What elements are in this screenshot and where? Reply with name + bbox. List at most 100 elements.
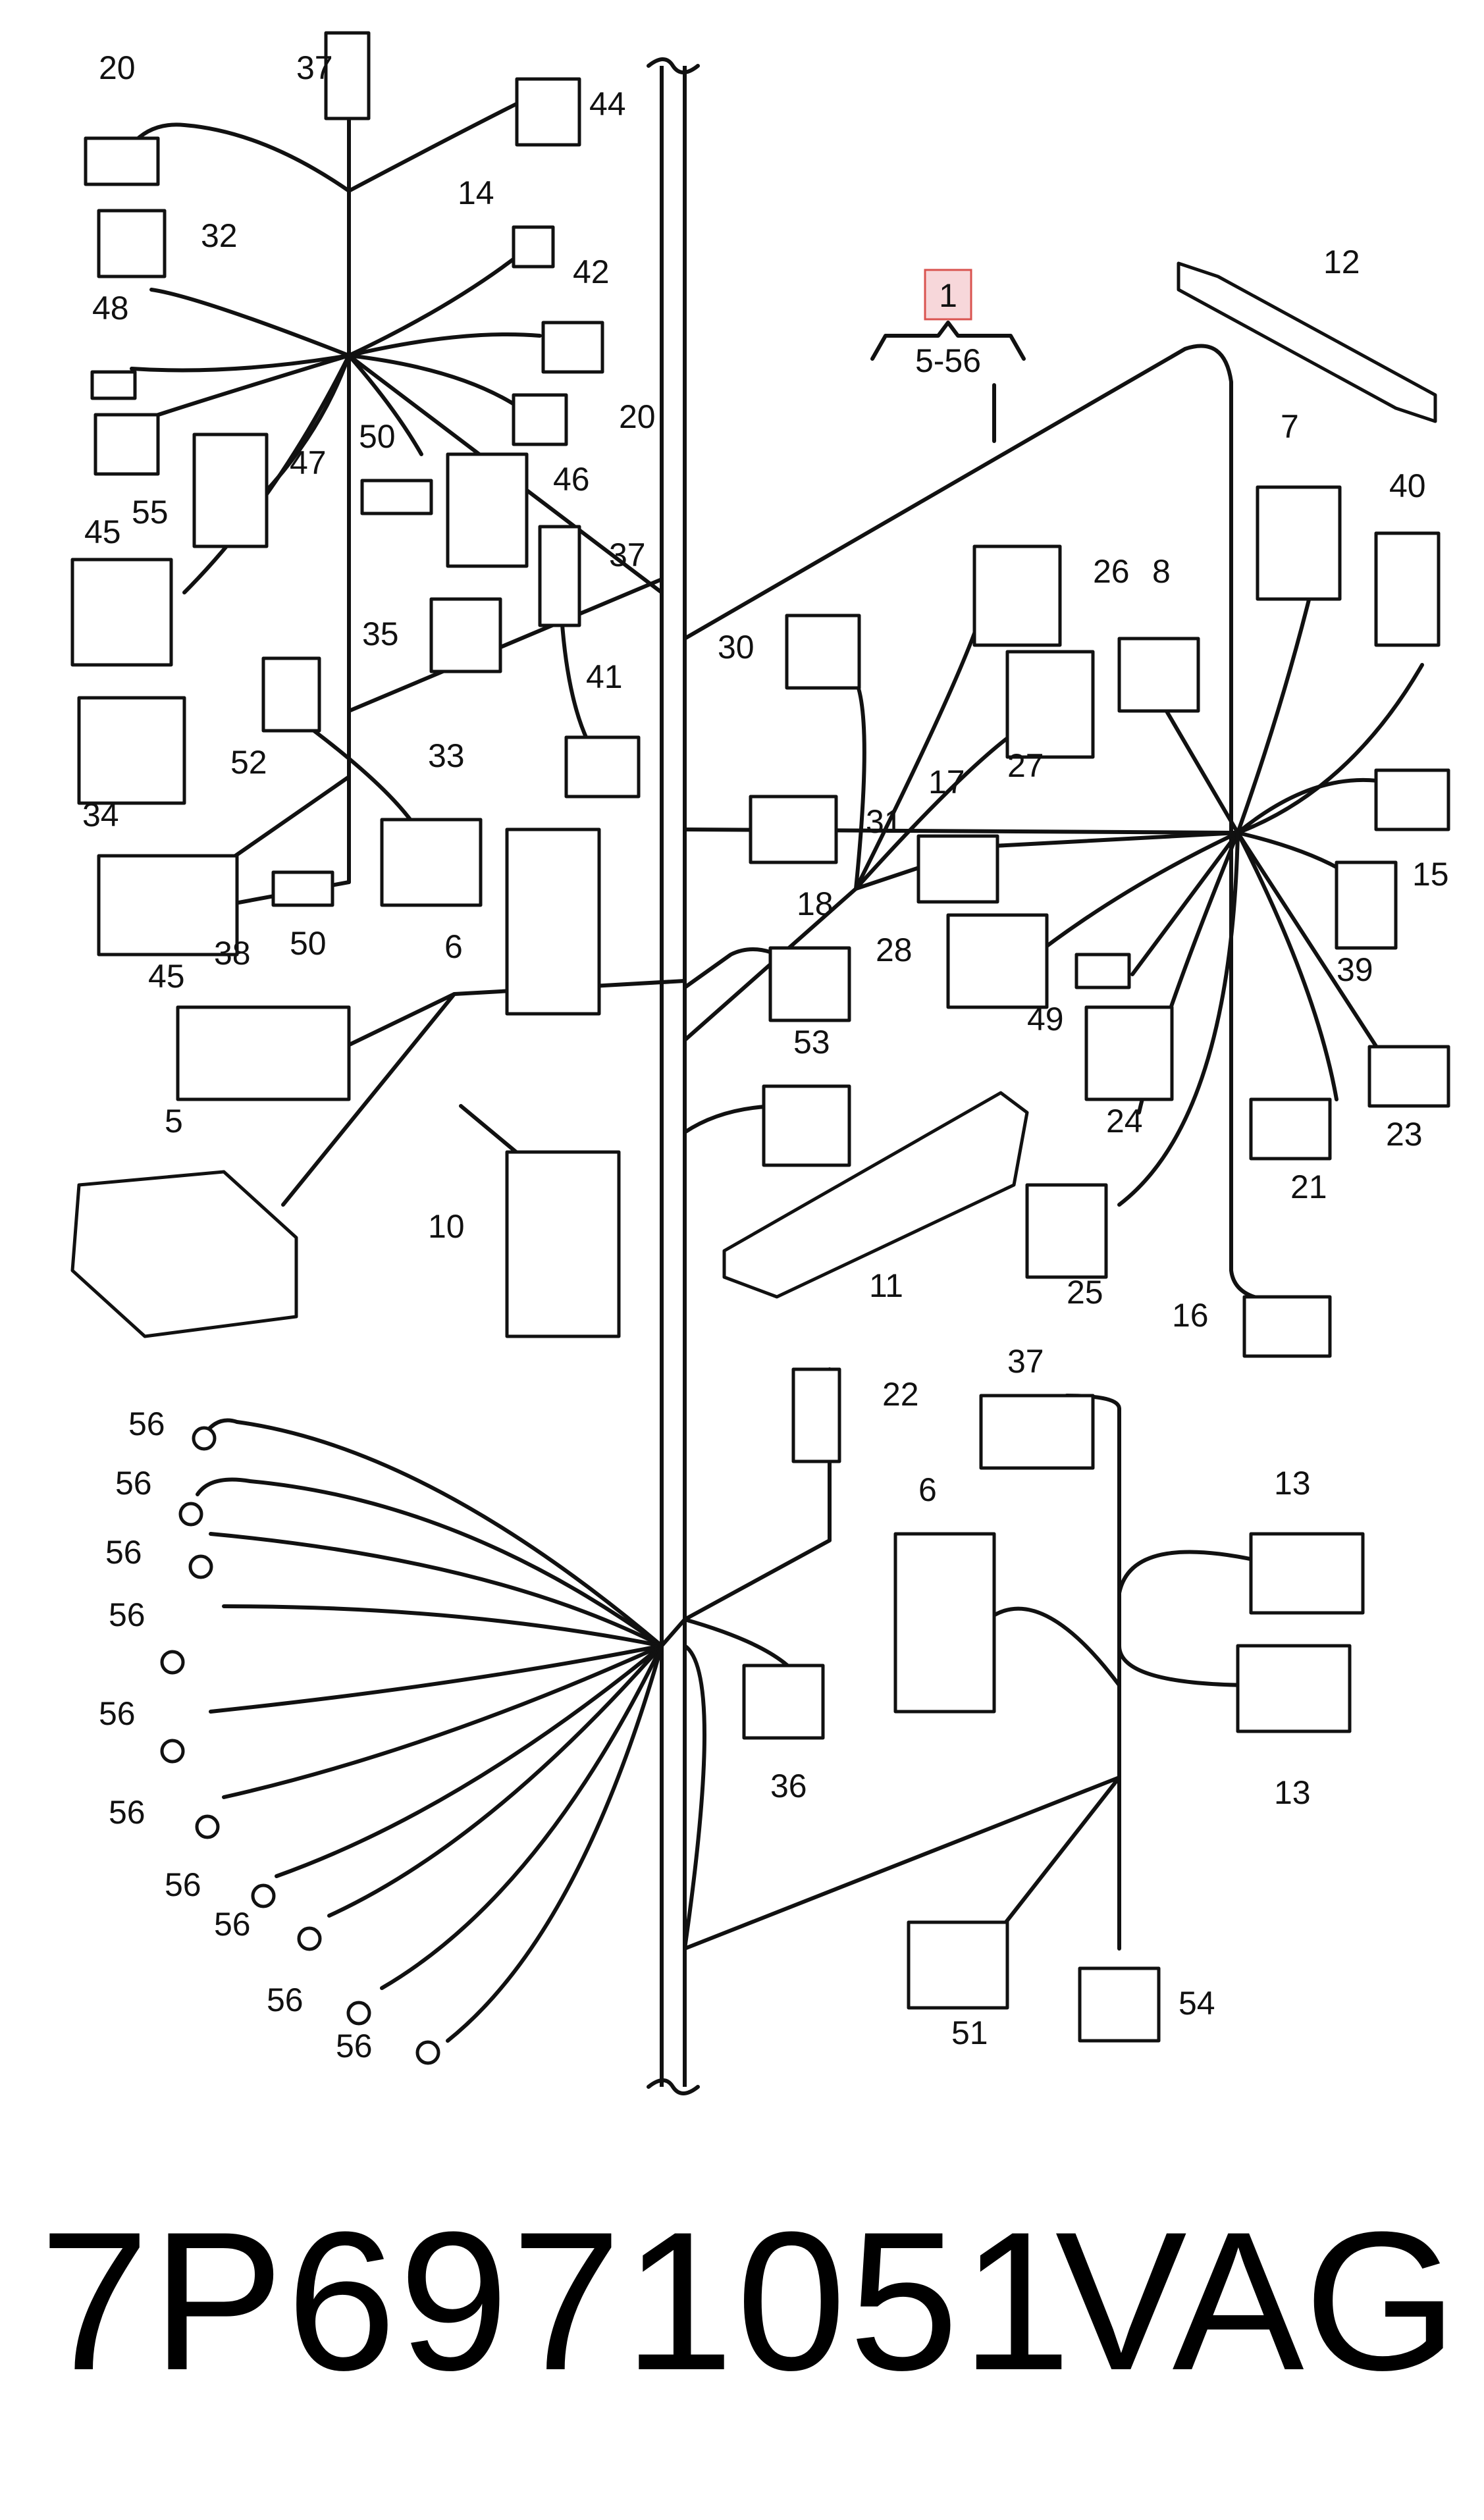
connector-45-mid: [97, 854, 239, 957]
connector-6-top: [505, 827, 601, 1016]
callout-18: 18: [797, 885, 834, 922]
callout-42: 42: [573, 253, 610, 290]
brand-label: VAG: [1055, 2190, 1458, 2411]
connector-39: [1335, 860, 1398, 950]
connector-41: [564, 735, 641, 799]
callout-23: 23: [1386, 1116, 1423, 1153]
callout-7: 7: [1281, 408, 1299, 445]
callout-25: 25: [1067, 1274, 1103, 1311]
connector-5: [70, 1170, 298, 1338]
connector-38: [176, 1005, 351, 1101]
connectors: [70, 31, 1450, 2043]
connector-8: [1117, 637, 1200, 713]
callout-48: 48: [92, 290, 129, 327]
connector-6-bottom: [893, 1532, 996, 1714]
connector-54: [1078, 1966, 1161, 2043]
callout-51: 51: [951, 2014, 988, 2051]
trunk-break-top: [647, 57, 700, 74]
connector-33: [380, 818, 483, 907]
callout-12: 12: [1323, 244, 1360, 280]
connector-27: [1005, 650, 1095, 759]
connector-22: [791, 1367, 841, 1463]
main-callout-label: 1: [939, 277, 957, 314]
connector-30: [785, 614, 861, 690]
connector-47: [192, 433, 269, 548]
part-number: 7P6971051: [40, 2190, 1074, 2411]
callout-44: 44: [589, 86, 626, 122]
callout-15: 15: [1412, 856, 1449, 893]
connector-18: [768, 946, 851, 1022]
callout-31: 31: [866, 803, 903, 840]
callout-6: 6: [444, 928, 463, 965]
range-label: 5-56: [915, 342, 981, 379]
main-callout: 1 5-56: [870, 269, 1026, 443]
callout-11: 11: [869, 1267, 903, 1304]
connector-42: [541, 321, 604, 374]
connector-37-bottom: [979, 1394, 1095, 1470]
callout-14: 14: [458, 174, 494, 211]
connector-20-top: [84, 136, 160, 186]
main-callout-box: [924, 269, 972, 321]
callout-47: 47: [290, 444, 327, 481]
connector-16: [1242, 1295, 1332, 1358]
callout-32: 32: [201, 217, 238, 254]
connector-50-top: [360, 479, 433, 515]
callout-28: 28: [876, 932, 913, 968]
connector-51: [907, 1920, 1009, 2010]
connector-34: [77, 696, 186, 805]
connector-26: [972, 544, 1062, 647]
connector-37-mid: [538, 525, 581, 627]
callout-54: 54: [1179, 1985, 1215, 2022]
connector-14: [512, 225, 555, 269]
connector-25: [1025, 1183, 1108, 1279]
callout-26: 26: [1093, 553, 1130, 590]
callout-37: 37: [1007, 1343, 1044, 1380]
callout-39: 39: [1337, 951, 1373, 988]
callout-56: 56: [128, 1405, 165, 1442]
callout-24: 24: [1106, 1103, 1143, 1140]
callout-34: 34: [82, 797, 119, 833]
connector-37-top: [324, 31, 371, 120]
callout-16: 16: [1172, 1297, 1209, 1334]
callout-56: 56: [109, 1596, 146, 1633]
ring-leads: [196, 1418, 664, 2043]
trunk-break-bottom: [647, 2078, 700, 2095]
callout-35: 35: [362, 616, 399, 652]
connector-13-bottom: [1236, 1644, 1352, 1733]
callout-40: 40: [1389, 467, 1426, 504]
callout-30: 30: [718, 629, 755, 666]
callout-13: 13: [1274, 1465, 1311, 1502]
callout-56: 56: [165, 1866, 201, 1903]
callout-56: 56: [267, 1982, 304, 2018]
callout-37: 37: [296, 49, 333, 86]
connector-45-top: [70, 558, 173, 667]
connector-23: [1367, 1045, 1450, 1108]
callout-20: 20: [99, 49, 136, 86]
callout-27: 27: [1007, 747, 1044, 784]
callout-41: 41: [586, 658, 623, 695]
callout-50: 50: [359, 418, 396, 455]
connector-7: [1256, 485, 1342, 601]
callout-56: 56: [336, 2028, 373, 2064]
connector-46: [446, 452, 529, 568]
callout-5: 5: [165, 1103, 183, 1140]
connector-49: [1074, 953, 1131, 989]
ring-terminals: [160, 1426, 440, 2065]
callout-56: 56: [99, 1695, 136, 1732]
connector-40: [1374, 531, 1441, 647]
callout-36: 36: [770, 1768, 807, 1804]
connector-32: [97, 209, 167, 278]
connector-11: [722, 1091, 1029, 1299]
callout-53: 53: [793, 1024, 830, 1061]
callout-55: 55: [132, 494, 169, 531]
callout-17: 17: [928, 764, 965, 801]
callout-10: 10: [428, 1208, 465, 1245]
connector-10: [505, 1150, 621, 1338]
callout-56: 56: [109, 1794, 146, 1831]
connector-44: [515, 77, 581, 147]
callout-33: 33: [428, 737, 465, 774]
connector-17: [916, 834, 999, 904]
connector-15: [1374, 768, 1450, 831]
